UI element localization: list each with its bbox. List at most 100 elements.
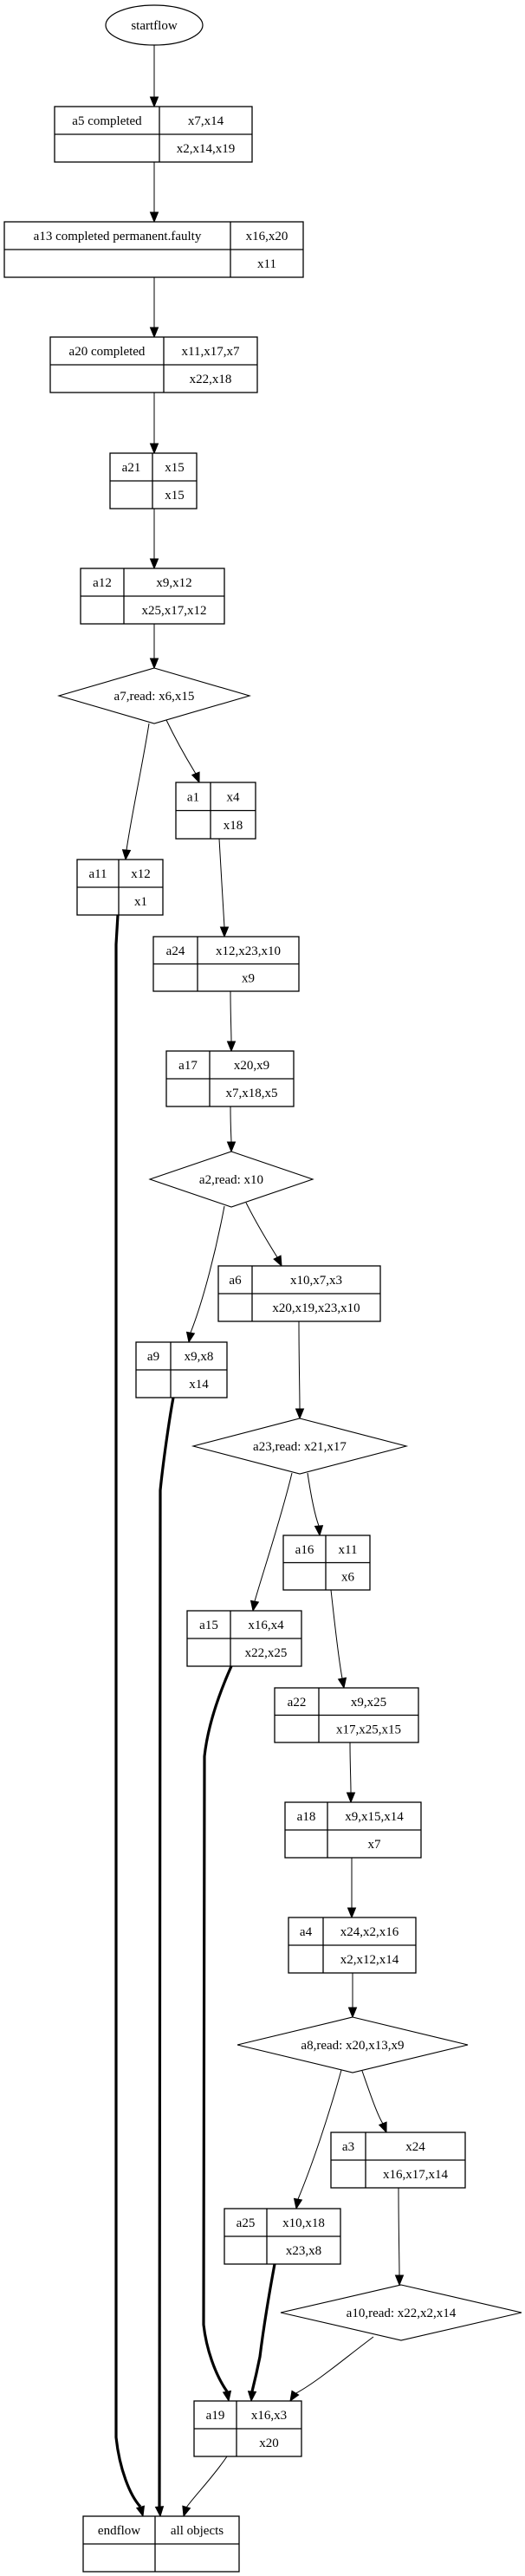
node-name: a9 (147, 1350, 159, 1364)
node-objects-bottom: x2,x12,x14 (340, 1953, 399, 1967)
start-ellipse (105, 4, 204, 46)
node-objects-top: x10,x18 (282, 2216, 325, 2230)
node-name: a11 (88, 867, 107, 881)
node-name: a20 completed (69, 345, 146, 359)
decision-node-a10[interactable]: a10,read: x22,x2,x14 (280, 2284, 522, 2341)
arrowhead-icon (346, 1792, 356, 1804)
edge-a2-to-a6 (245, 1202, 282, 1268)
node-objects-bottom: x17,x25,x15 (336, 1723, 401, 1736)
node-objects-bottom: x20 (259, 2436, 279, 2450)
node-objects-top: x24,x2,x16 (340, 1925, 399, 1939)
decision-node-a7[interactable]: a7,read: x6,x15 (57, 667, 251, 724)
edge-a18-to-a4 (347, 1858, 357, 1919)
edge-a10-to-a19 (289, 2336, 374, 2403)
node-name: a16 (295, 1543, 314, 1557)
edge-a7-to-a1 (165, 719, 200, 784)
edge-a8-to-a3 (361, 2070, 387, 2134)
node-objects-bottom: x22,x25 (245, 1646, 288, 1660)
decision-node-a23[interactable]: a23,read: x21,x17 (191, 1418, 409, 1475)
node-name: a3 (342, 2140, 354, 2154)
edge-line (165, 719, 197, 775)
node-name: a19 (206, 2409, 225, 2423)
arrowhead-icon (135, 2505, 146, 2518)
node-objects-top: x10,x7,x3 (290, 1274, 342, 1288)
edge-line (245, 1202, 278, 1258)
node-name: a24 (166, 944, 185, 958)
decision-diamond (57, 667, 251, 724)
edge-a13-to-a20 (149, 277, 159, 339)
edge-a11-to-endflow (114, 914, 146, 2518)
decision-diamond (148, 1151, 314, 1208)
edge-line (250, 2263, 276, 2392)
edge-a16-to-a22 (330, 1589, 347, 1690)
start-node[interactable]: startflow (105, 4, 204, 46)
edge-startflow-to-a5 (149, 45, 159, 108)
node-objects-top: x9,x25 (351, 1696, 386, 1710)
node-name: a25 (237, 2216, 256, 2230)
edge-a23-to-a15 (250, 1472, 293, 1612)
edge-line (230, 1106, 232, 1143)
arrowhead-icon (247, 2391, 257, 2403)
edge-a22-to-a18 (346, 1742, 356, 1804)
arrowhead-icon (347, 2007, 358, 2019)
activity-node-a22[interactable]: a22 x9,x25 x17,x25,x15 (274, 1687, 419, 1743)
node-objects-top: x4 (227, 790, 241, 804)
decision-diamond (191, 1418, 409, 1475)
node-objects-top: x12 (131, 867, 151, 881)
arrowhead-icon (149, 211, 159, 224)
node-name: a1 (187, 790, 199, 804)
arrowhead-icon (149, 558, 159, 570)
node-name: a12 (93, 576, 112, 590)
activity-node-a12[interactable]: a12 x9,x12 x25,x17,x12 (80, 568, 225, 625)
node-objects-top: x11 (339, 1543, 358, 1557)
edge-a20-to-a21 (149, 393, 159, 455)
activity-node-a1[interactable]: a1 x4 x18 (175, 782, 256, 840)
node-objects-bottom: x18 (224, 819, 243, 833)
arrowhead-icon (226, 1041, 237, 1053)
edge-a19-to-endflow (182, 2456, 228, 2518)
node-name: a22 (288, 1696, 307, 1710)
decision-diamond (280, 2284, 522, 2341)
node-objects-bottom: x2,x14,x19 (177, 142, 236, 156)
node-objects-bottom: x25,x17,x12 (142, 604, 207, 618)
edge-line (349, 1742, 352, 1794)
edge-a4-to-a8 (347, 1972, 358, 2019)
edge-line (298, 1320, 301, 1410)
arrowhead-icon (121, 849, 132, 861)
start-label: startflow (131, 19, 177, 33)
edge-line (190, 1205, 225, 1333)
node-objects-top: x9,x12 (156, 576, 191, 590)
decision-node-a8[interactable]: a8,read: x20,x13,x9 (237, 2016, 469, 2073)
node-name: a15 (199, 1619, 218, 1632)
arrowhead-icon (394, 2274, 405, 2287)
edge-a15-to-a19 (202, 1665, 233, 2403)
node-objects-top: x16,x20 (246, 230, 288, 243)
node-name: a17 (178, 1059, 198, 1073)
edge-a21-to-a12 (149, 509, 159, 570)
decision-label: a10,read: x22,x2,x14 (347, 2307, 457, 2320)
node-objects-top: x9,x8 (185, 1350, 214, 1364)
edge-a7-to-a11 (121, 723, 150, 861)
node-objects-top: x11,x17,x7 (182, 345, 240, 359)
node-objects-bottom: x9 (242, 971, 255, 985)
decision-node-a2[interactable]: a2,read: x10 (148, 1151, 314, 1208)
arrowhead-icon (337, 1677, 347, 1690)
